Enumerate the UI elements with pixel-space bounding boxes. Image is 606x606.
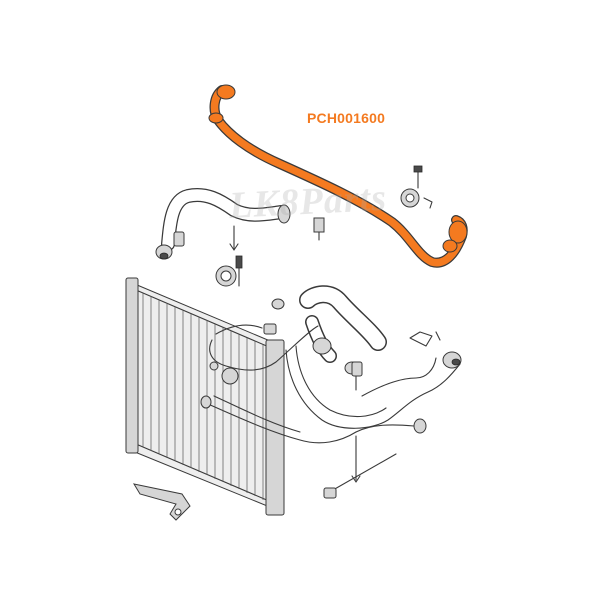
- radiator-fins: [142, 293, 271, 503]
- watermark-text: LK8Parts: [228, 176, 388, 227]
- hose-clamp-right: [400, 165, 433, 209]
- mounting-bracket: [132, 483, 191, 521]
- lower-pipes: [200, 324, 462, 444]
- part-number-label: PCH001600: [307, 110, 386, 126]
- highlighted-hose-pch001600: [208, 84, 468, 268]
- upper-left-hose: [155, 188, 291, 260]
- small-bolt: [313, 217, 325, 241]
- clamp-left: [215, 255, 243, 287]
- cable-tie: [323, 435, 397, 499]
